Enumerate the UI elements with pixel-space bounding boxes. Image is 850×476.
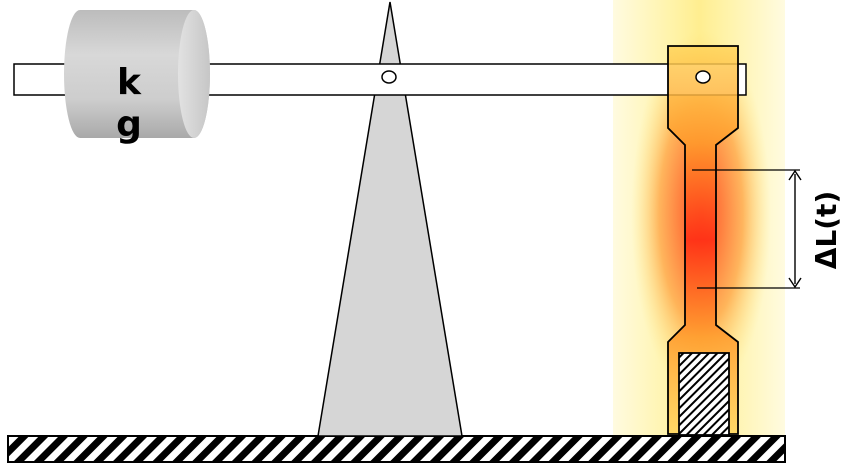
weight-cylinder: k g bbox=[64, 10, 210, 145]
extension-label: ΔL(t) bbox=[810, 191, 843, 270]
extension-arrow-head-down bbox=[788, 277, 802, 289]
weight-body bbox=[64, 10, 210, 138]
fulcrum-triangle bbox=[317, 1, 463, 437]
specimen-body bbox=[667, 45, 739, 435]
specimen bbox=[667, 45, 739, 435]
specimen-top-pin bbox=[695, 70, 711, 84]
weight-label-line1: k bbox=[117, 62, 142, 103]
ground-base bbox=[7, 435, 786, 463]
weight-end-cap bbox=[178, 10, 210, 138]
fulcrum-pivot-pin bbox=[381, 70, 397, 84]
extension-arrow-head-up bbox=[788, 169, 802, 181]
weight-label-line2: g bbox=[116, 104, 142, 145]
lower-clamp-block bbox=[678, 352, 730, 436]
extension-indicator: ΔL(t) bbox=[692, 169, 843, 289]
